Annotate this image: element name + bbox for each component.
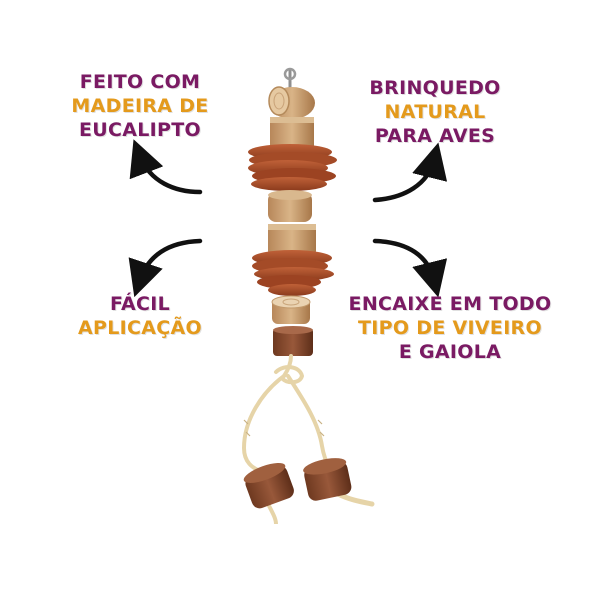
callout-natural-toy: BRINQUEDO NATURAL PARA AVES bbox=[350, 76, 520, 148]
curved-arrow-icon bbox=[128, 238, 203, 298]
callout-line: BRINQUEDO bbox=[369, 77, 501, 99]
callout-line: EUCALIPTO bbox=[79, 119, 201, 141]
callout-line: MADEIRA DE bbox=[71, 95, 209, 117]
callout-line: APLICAÇÃO bbox=[78, 317, 202, 339]
callout-line: PARA AVES bbox=[374, 125, 496, 147]
curved-arrow-icon bbox=[372, 142, 448, 203]
curved-arrow-icon bbox=[129, 139, 203, 195]
callout-eucalyptus-wood: FEITO COM MADEIRA DE EUCALIPTO bbox=[55, 70, 225, 142]
callout-line: TIPO DE VIVEIRO bbox=[358, 317, 542, 339]
callout-line: FEITO COM bbox=[79, 71, 201, 93]
curved-arrow-icon bbox=[372, 238, 448, 298]
callout-easy-application: FÁCIL APLICAÇÃO bbox=[55, 292, 225, 340]
callout-line: FÁCIL bbox=[109, 293, 171, 315]
callout-line: ENCAIXE EM TODO bbox=[348, 293, 552, 315]
callout-fits-all-cages: ENCAIXE EM TODO TIPO DE VIVEIRO E GAIOLA bbox=[335, 292, 565, 364]
callout-line: NATURAL bbox=[384, 101, 486, 123]
callout-line: E GAIOLA bbox=[398, 341, 502, 363]
bird-toy-image bbox=[241, 67, 375, 525]
